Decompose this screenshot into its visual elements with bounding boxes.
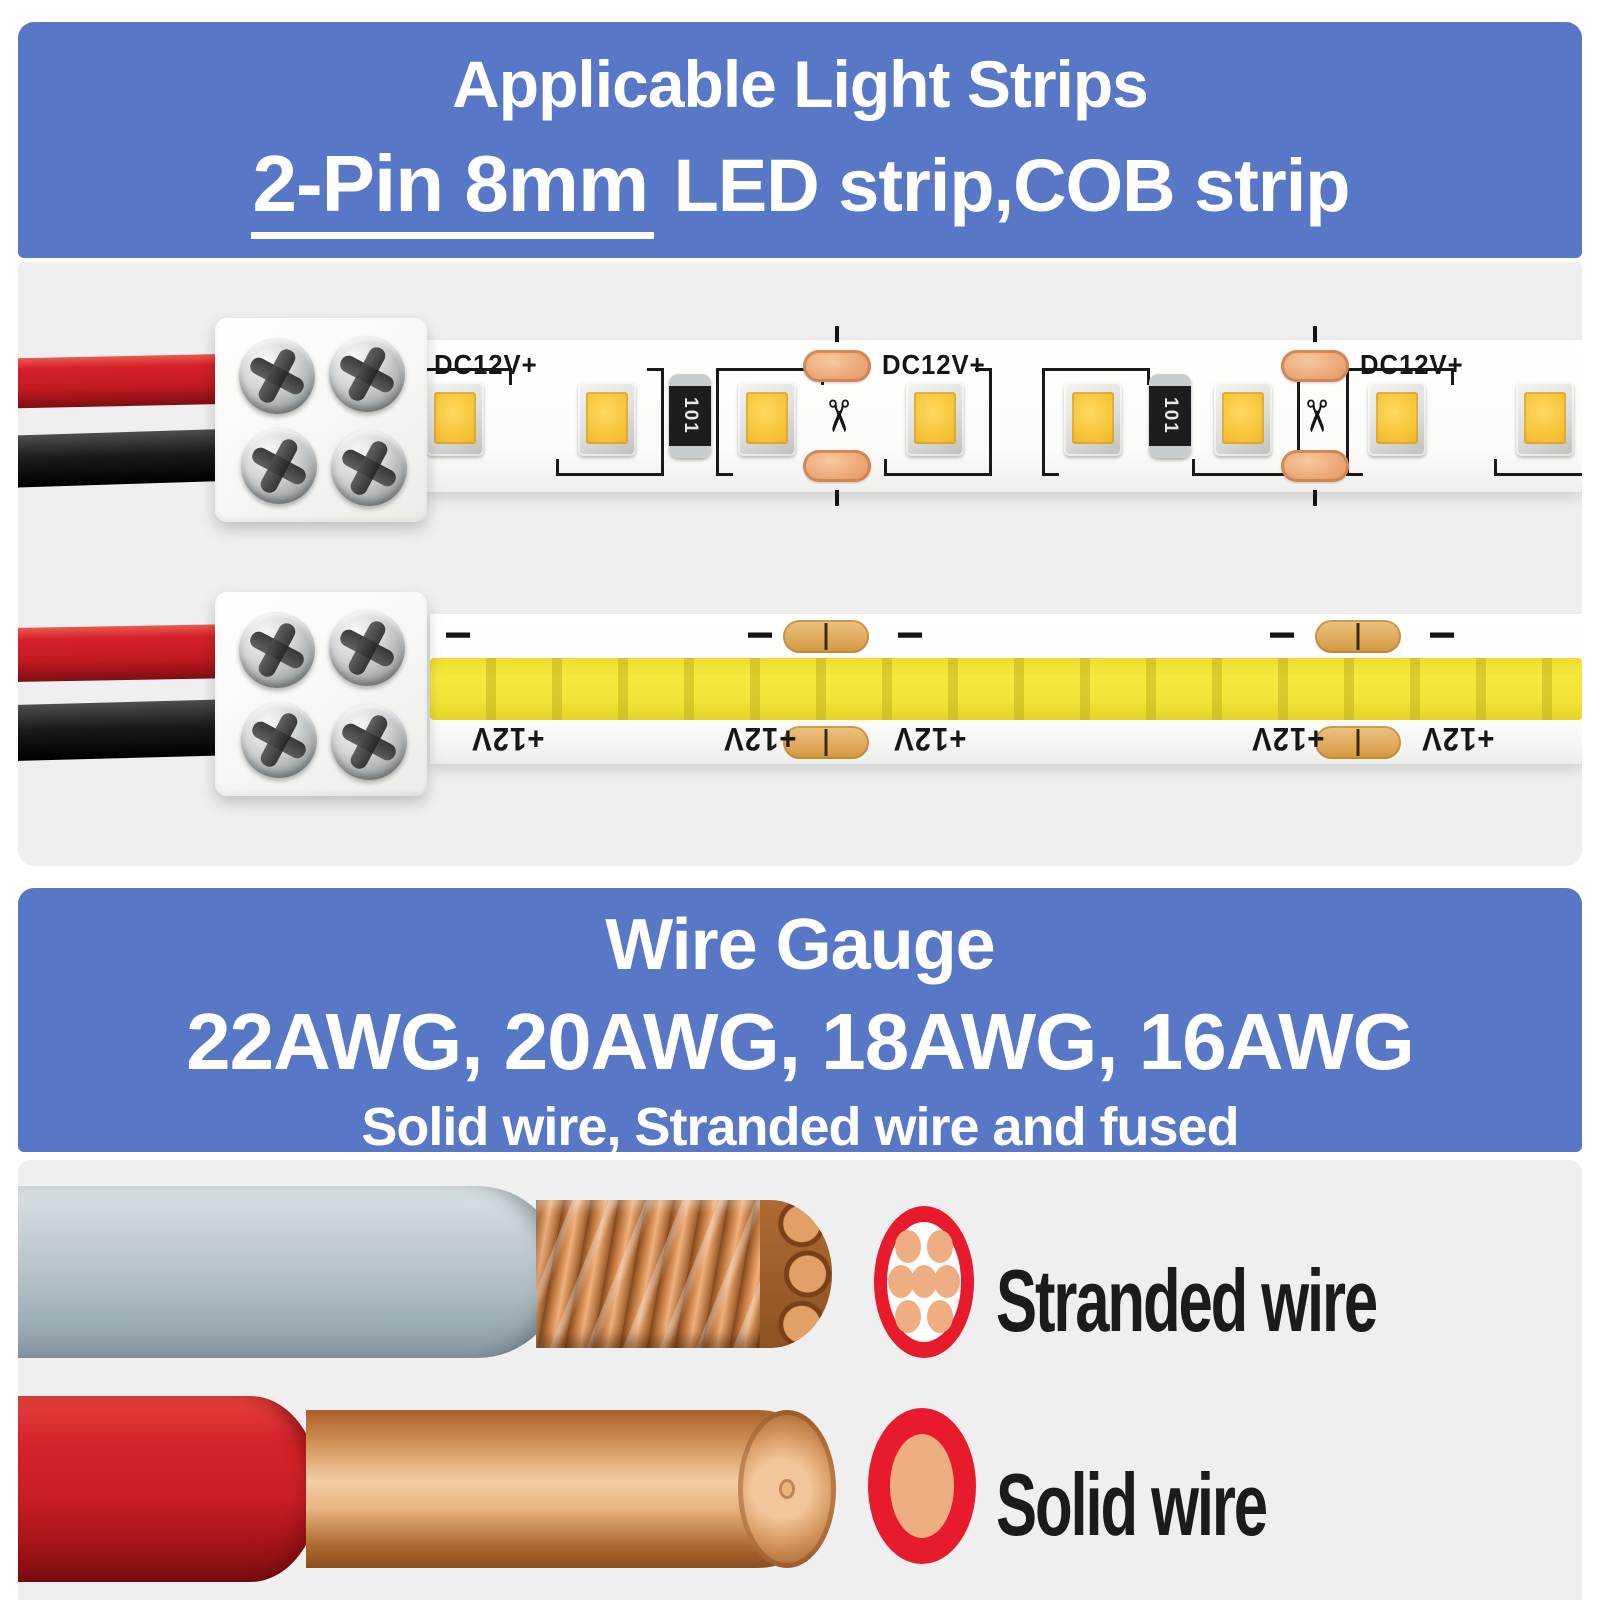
- solder-pad: [1281, 450, 1349, 482]
- dc12v-label: DC12V+: [1360, 349, 1464, 380]
- cut-tick: [1313, 490, 1317, 506]
- smd-led: [1516, 382, 1574, 456]
- cut-tick: [835, 326, 839, 342]
- resistor-code: 101: [680, 397, 701, 435]
- smd-led: [1214, 382, 1272, 456]
- 12v-label: +12V: [471, 721, 545, 757]
- led-die: [1376, 392, 1418, 444]
- minus-mark: −: [746, 609, 775, 662]
- 12v-label: +12V: [893, 721, 967, 757]
- cob-solder-pad: [1315, 726, 1401, 759]
- solid-copper-conductor: [306, 1410, 836, 1568]
- led-die: [434, 392, 476, 444]
- smd-led: [1064, 382, 1122, 456]
- cob-solder-pad: [1315, 620, 1401, 653]
- smd-led: [1368, 382, 1426, 456]
- solid-wire-label: Solid wire: [996, 1455, 1268, 1554]
- cut-point: ✂: [1275, 326, 1355, 506]
- cob-led-strip: − − − − − +12V +12V +12V +12V +12V: [430, 609, 1582, 764]
- 12v-label: +12V: [723, 721, 797, 757]
- pin-size-highlight: 2-Pin 8mm: [250, 139, 655, 239]
- wire-gauge-subtitle: Solid wire, Stranded wire and fused: [361, 1097, 1239, 1157]
- wire-gauge-banner: Wire Gauge 22AWG, 20AWG, 18AWG, 16AWG So…: [18, 888, 1582, 1157]
- cut-tick: [1313, 326, 1317, 342]
- cob-cut-point: [783, 614, 869, 764]
- smd-led: [738, 382, 796, 456]
- screw-terminal-connector: [215, 592, 427, 796]
- smd-led: [426, 382, 484, 456]
- stranded-copper-strands: [536, 1200, 832, 1348]
- red-wire: [18, 353, 249, 409]
- strand-end-face: [760, 1200, 832, 1348]
- led-die: [1222, 392, 1264, 444]
- cob-solder-pad: [783, 726, 869, 759]
- screw-icon: [329, 336, 405, 412]
- scissors-icon: ✂: [1291, 397, 1340, 435]
- solder-pad: [803, 350, 871, 382]
- stranded-wire-insulation: [18, 1186, 563, 1358]
- screw-icon: [239, 338, 315, 414]
- cut-tick: [835, 490, 839, 506]
- solid-wire-insulation: [18, 1396, 320, 1582]
- solid-wire-icon: [868, 1408, 976, 1564]
- smd-led: [578, 382, 636, 456]
- copper-end-face: [738, 1410, 836, 1568]
- resistor: 101: [1149, 374, 1191, 458]
- 12v-label: +12V: [1421, 721, 1495, 757]
- minus-mark: −: [444, 609, 473, 662]
- dc12v-label: DC12V+: [434, 349, 538, 380]
- cob-solder-pad: [783, 620, 869, 653]
- cob-cut-point: [1315, 614, 1401, 764]
- led-die: [1524, 392, 1566, 444]
- led-die: [586, 392, 628, 444]
- stranded-wire-label: Stranded wire: [996, 1251, 1378, 1350]
- minus-mark: −: [1428, 609, 1457, 662]
- applicable-strips-banner: Applicable Light Strips 2-Pin 8mm LED st…: [18, 22, 1582, 258]
- stranded-wire-icon: [874, 1206, 974, 1358]
- banner-subtitle: 2-Pin 8mm LED strip,COB strip: [18, 138, 1582, 239]
- cob-phosphor-band: [430, 658, 1582, 720]
- led-die: [914, 392, 956, 444]
- screw-icon: [241, 428, 317, 504]
- screw-icon: [331, 704, 407, 780]
- led-die: [1072, 392, 1114, 444]
- 12v-label: +12V: [1251, 721, 1325, 757]
- cut-point: ✂: [797, 326, 877, 506]
- smd-led-strip: DC12V+ DC12V+ DC12V+ 101 ✂ 101 ✂: [404, 326, 1582, 506]
- screw-icon: [331, 430, 407, 506]
- banner-title: Applicable Light Strips: [452, 47, 1149, 121]
- screw-terminal-connector: [215, 318, 427, 522]
- led-die: [746, 392, 788, 444]
- scissors-icon: ✂: [813, 397, 862, 435]
- minus-mark: −: [896, 609, 925, 662]
- resistor: 101: [669, 374, 711, 458]
- red-wire: [18, 623, 249, 683]
- minus-mark: −: [1268, 609, 1297, 662]
- wire-gauge-title: Wire Gauge: [605, 905, 995, 985]
- wire-types-photo-section: Stranded wire Solid wire: [18, 1160, 1582, 1600]
- smd-led: [906, 382, 964, 456]
- strips-photo-section: DC12V+ DC12V+ DC12V+ 101 ✂ 101 ✂: [18, 262, 1582, 866]
- screw-icon: [239, 612, 315, 688]
- solder-pad: [1281, 350, 1349, 382]
- screw-icon: [241, 702, 317, 778]
- wire-gauge-list: 22AWG, 20AWG, 18AWG, 16AWG: [186, 997, 1415, 1086]
- dc12v-label: DC12V+: [882, 349, 986, 380]
- solder-pad: [803, 450, 871, 482]
- resistor-code: 101: [1160, 397, 1181, 435]
- screw-icon: [329, 610, 405, 686]
- strip-types-text: LED strip,COB strip: [654, 144, 1351, 227]
